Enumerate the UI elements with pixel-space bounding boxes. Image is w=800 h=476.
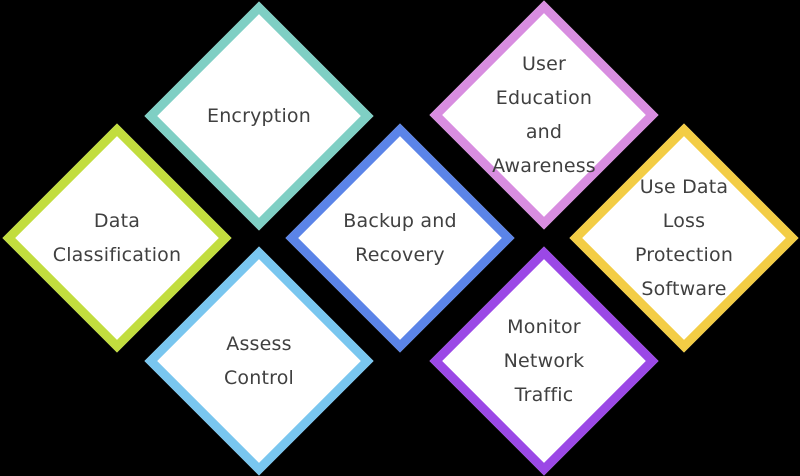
label-line: Use Data bbox=[639, 176, 729, 198]
label-line: User bbox=[521, 53, 567, 75]
user-education-label: User Education and Awareness bbox=[469, 40, 619, 190]
label-line: Software bbox=[641, 278, 727, 300]
assess-control-label: Assess Control bbox=[184, 286, 334, 436]
label-line: Control bbox=[223, 367, 295, 389]
label-line: Backup and bbox=[343, 210, 457, 232]
user-education-tile: User Education and Awareness bbox=[429, 0, 659, 230]
data-classification-label: Data Classification bbox=[42, 163, 192, 313]
data-classification-tile: Data Classification bbox=[2, 123, 232, 353]
label-line: Traffic bbox=[514, 384, 574, 406]
data-loss-protection-tile: Use Data Loss Protection Software bbox=[569, 123, 799, 353]
label-line: Protection bbox=[634, 244, 734, 266]
label-line: Education bbox=[495, 87, 593, 109]
label-line: Loss bbox=[662, 210, 706, 232]
label-line: Data bbox=[93, 210, 141, 232]
backup-recovery-tile: Backup and Recovery bbox=[285, 123, 515, 353]
monitor-network-tile: Monitor Network Traffic bbox=[429, 246, 659, 476]
encryption-label: Encryption bbox=[184, 41, 334, 191]
label-line: Classification bbox=[52, 244, 182, 266]
backup-recovery-label: Backup and Recovery bbox=[325, 163, 475, 313]
label-line: Assess bbox=[226, 333, 292, 355]
assess-control-tile: Assess Control bbox=[144, 246, 374, 476]
label-line: Recovery bbox=[355, 244, 445, 266]
label-line: Network bbox=[503, 350, 585, 372]
label-line: Encryption bbox=[206, 105, 311, 127]
label-line: Awareness bbox=[492, 155, 596, 177]
label-line: and bbox=[525, 121, 563, 143]
monitor-network-label: Monitor Network Traffic bbox=[469, 286, 619, 436]
label-line: Monitor bbox=[507, 316, 581, 338]
data-loss-protection-label: Use Data Loss Protection Software bbox=[609, 163, 759, 313]
encryption-tile: Encryption bbox=[144, 1, 374, 231]
